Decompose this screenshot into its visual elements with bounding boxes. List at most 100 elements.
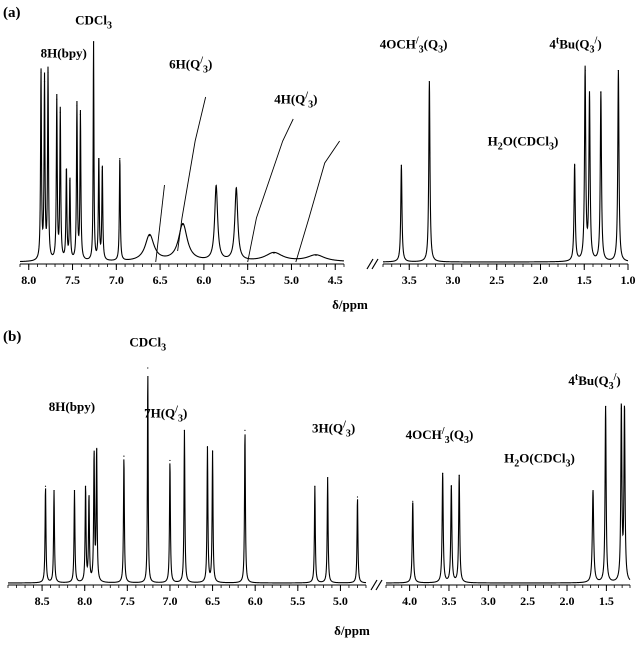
peak-mark [59,111,61,113]
x-axis-label: δ/ppm [334,623,370,638]
peak-mark [79,114,82,116]
peak-mark [458,474,460,477]
tick-label: 1.5 [577,273,592,287]
x-axis-label: δ/ppm [332,297,368,312]
peak-mark [96,449,98,451]
peak-mark [56,98,58,100]
panel-a-label: (a) [3,5,21,21]
tick-label: 3.0 [481,594,496,608]
peak-mark [147,367,149,369]
tick-label: 1.5 [599,594,614,608]
tick-label: 5.5 [290,594,305,608]
tick-label: 7.0 [162,594,177,608]
tick-label: 5.5 [240,273,255,287]
peak-mark [215,186,217,188]
peak-mark [620,408,622,410]
peak-mark [84,485,87,487]
integral-curve [177,96,207,252]
tick-label: 4.0 [402,594,417,608]
tick-label: 7.5 [65,273,80,287]
peak-mark [40,72,42,74]
peak-mark [412,500,414,502]
peak-mark [273,252,275,254]
peak-mark [400,164,402,166]
peak-mark [450,485,452,487]
peak-mark [88,496,90,498]
tick-label: 6.0 [196,273,211,287]
peak-mark [584,70,586,72]
peak-annotation: 8H(bpy) [49,399,95,414]
tick-label: 2.0 [560,594,575,608]
peak-mark [119,158,121,160]
peak-mark [315,254,317,256]
integral-curve [155,184,165,263]
peak-annotation: 4OCH/3(Q3) [406,426,474,446]
peak-mark [605,406,607,408]
peak-annotation: H2O(CDCl3) [488,133,559,152]
peak-mark [314,485,316,487]
peak-mark [93,453,95,455]
peak-mark [183,429,186,431]
peak-mark [44,485,47,487]
tick-label: 8.5 [35,594,50,608]
panel-b-label: (b) [3,329,22,345]
tick-label: 2.5 [489,273,504,287]
peak-annotation: 4OCH/3(Q3) [380,36,448,56]
tick-label: 3.5 [441,594,456,608]
peak-mark [592,489,594,492]
integral-curve [247,118,294,263]
peak-mark [574,164,576,166]
spectrum-trace [383,65,629,263]
axis-break-mark [366,258,374,270]
tick-label: 7.0 [109,273,124,287]
peak-mark [47,72,49,74]
peak-mark [588,96,591,98]
peak-mark [65,169,68,171]
peak-annotation: 4H(Q/3) [274,91,317,111]
peak-mark [76,105,78,107]
tick-label: 2.5 [520,594,535,608]
peak-mark [600,92,602,94]
peak-annotation: CDCl3 [75,12,112,31]
tick-label: 3.5 [402,273,417,287]
peak-mark [69,180,71,182]
peak-mark [53,489,55,492]
peak-annotation: 3H(Q/3) [312,420,355,440]
peak-mark [356,496,359,498]
peak-annotation: CDCl3 [129,335,166,354]
peak-mark [211,451,214,453]
tick-label: 7.5 [120,594,135,608]
tick-label: 6.5 [205,594,220,608]
spectrum-trace [386,403,631,584]
peak-annotation: 4tBu(Q3/) [568,372,620,392]
peak-mark [98,158,100,160]
axis-break-mark [371,258,379,270]
peak-mark [123,455,125,457]
peak-annotation: 6H(Q/3) [169,55,212,75]
peak-annotation: 4tBu(Q3/) [549,36,601,56]
peak-mark [92,41,95,43]
peak-mark [235,188,237,190]
tick-label: 3.0 [446,273,461,287]
peak-mark [73,489,76,492]
peak-annotation: 8H(bpy) [41,45,87,60]
peak-mark [442,472,444,474]
peak-annotation: 7H(Q/3) [144,404,187,424]
tick-label: 5.0 [284,273,299,287]
peak-mark [617,70,619,72]
peak-mark [244,429,246,431]
peak-mark [428,81,430,83]
tick-label: 2.0 [533,273,548,287]
tick-label: 1.0 [621,273,636,287]
tick-label: 6.0 [248,594,263,608]
tick-label: 5.0 [333,594,348,608]
integral-curve [295,140,340,263]
peak-mark [101,166,103,168]
spectrum-trace [20,41,345,263]
axis-break-mark [370,579,378,591]
peak-mark [206,446,209,449]
peak-mark [182,224,184,226]
